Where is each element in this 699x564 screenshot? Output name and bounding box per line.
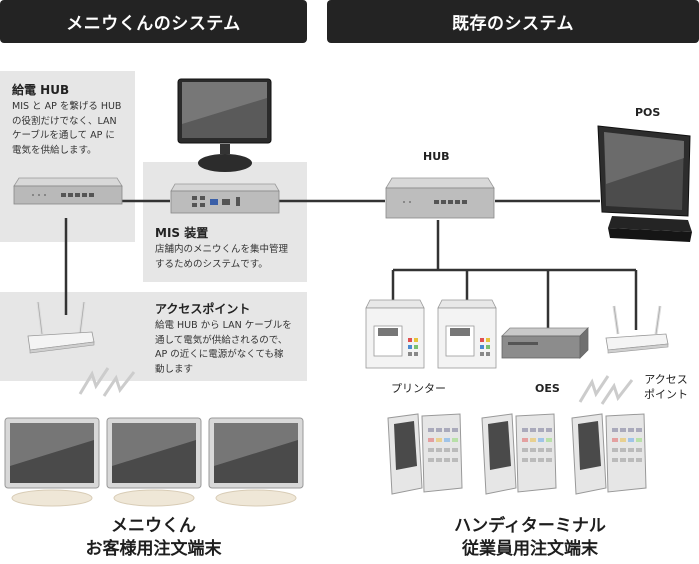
footer-right-line: ハンディターミナル bbox=[454, 516, 606, 536]
access-point-title: アクセスポイント bbox=[155, 302, 251, 316]
wireless-signal-icon bbox=[78, 367, 136, 397]
wireless-signal-icon bbox=[578, 375, 634, 405]
pos-label: POS bbox=[635, 106, 661, 119]
access-point-label-right: アクセス ポイント bbox=[644, 372, 688, 402]
mis-monitor-icon bbox=[177, 78, 272, 172]
access-point-line: AP の近くに電源がなくても稼 bbox=[155, 349, 284, 360]
printer-label: プリンター bbox=[391, 382, 446, 395]
access-point-line: 動します bbox=[155, 363, 194, 375]
printer-icon bbox=[437, 299, 497, 369]
poe-hub-line: の役割だけでなく、LAN bbox=[12, 115, 117, 127]
access-point-label-line: ポイント bbox=[644, 388, 688, 401]
footer-right: ハンディターミナル 従業員用注文端末 bbox=[390, 515, 670, 561]
header-left: メニウくんのシステム bbox=[0, 0, 307, 43]
mis-line: するためのシステムです。 bbox=[155, 258, 268, 270]
footer-left-line: メニウくん bbox=[111, 516, 196, 536]
hub-label: HUB bbox=[423, 150, 450, 163]
customer-terminals-icon bbox=[4, 417, 304, 507]
mis-server-icon bbox=[170, 183, 280, 214]
mis-panel bbox=[143, 162, 307, 282]
poe-hub-line: MIS と AP を繋げる HUB bbox=[12, 101, 122, 112]
footer-right-line: 従業員用注文端末 bbox=[462, 539, 598, 559]
printer-icon bbox=[365, 299, 425, 369]
wireless-router-icon bbox=[27, 301, 95, 354]
poe-hub-icon bbox=[13, 177, 123, 205]
header-right: 既存のシステム bbox=[327, 0, 699, 43]
poe-hub-description: MIS と AP を繋げる HUB の役割だけでなく、LAN ケーブルを通して … bbox=[12, 100, 121, 158]
network-hub-icon bbox=[385, 177, 495, 219]
poe-hub-line: 電気を供給します。 bbox=[12, 144, 97, 156]
footer-left-line: お客様用注文端末 bbox=[85, 539, 222, 559]
access-point-line: 通して電気が供給されるので、 bbox=[155, 334, 288, 346]
poe-hub-panel bbox=[0, 71, 135, 242]
access-point-description: 給電 HUB から LAN ケーブルを 通して電気が供給されるので、 AP の近… bbox=[155, 319, 292, 377]
oes-label: OES bbox=[535, 382, 560, 395]
access-point-line: 給電 HUB から LAN ケーブルを bbox=[155, 320, 292, 331]
poe-hub-line: ケーブルを通して AP に bbox=[12, 130, 115, 141]
pos-terminal-icon bbox=[597, 125, 692, 242]
wireless-router-icon bbox=[605, 305, 669, 354]
mis-title: MIS 装置 bbox=[155, 226, 209, 240]
access-point-label-line: アクセス bbox=[644, 373, 688, 386]
footer-left: メニウくん お客様用注文端末 bbox=[0, 515, 307, 561]
mis-description: 店舗内のメニウくんを集中管理 するためのシステムです。 bbox=[155, 243, 288, 272]
oes-box-icon bbox=[501, 327, 589, 359]
poe-hub-title: 給電 HUB bbox=[12, 83, 70, 97]
mis-line: 店舗内のメニウくんを集中管理 bbox=[155, 244, 289, 255]
handheld-terminals-icon bbox=[387, 413, 647, 495]
